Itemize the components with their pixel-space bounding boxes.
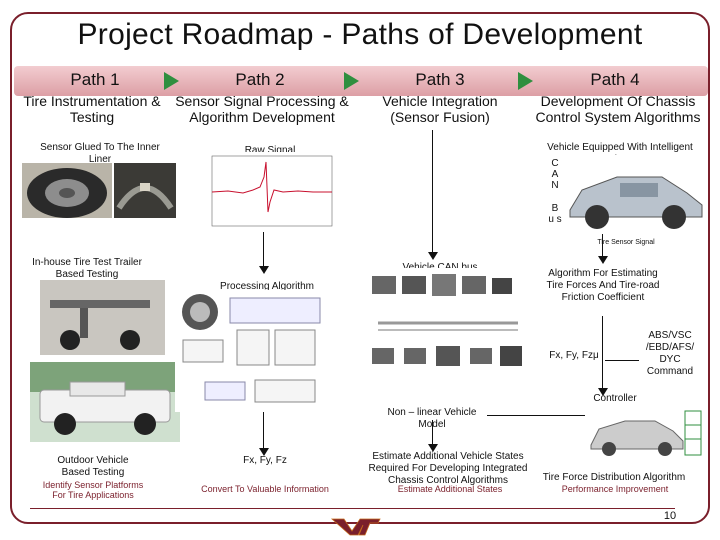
arrow-to-controller xyxy=(602,316,603,390)
path-1-heading: Path 1 xyxy=(70,70,120,89)
can-letters: C A N xyxy=(551,158,559,191)
path-2-footer: Convert To Valuable Information xyxy=(201,484,329,494)
tire-photo xyxy=(22,163,112,218)
can-bus-label: Vehicle CAN bus xyxy=(402,262,478,273)
path-4-subtitle: Development Of Chassis Control System Al… xyxy=(535,93,701,125)
raw-signal-plot xyxy=(198,152,338,240)
chevron-icon xyxy=(518,72,533,90)
arrow-down-icon xyxy=(598,388,608,396)
processing-diagram xyxy=(175,290,335,412)
arrow-down-icon xyxy=(428,252,438,260)
arrow-to-estimate xyxy=(432,420,433,446)
truck-photo xyxy=(30,362,180,442)
path-header-band xyxy=(14,66,708,96)
abs-command-label: ABS/VSC /EBD/AFS/ DYC Command xyxy=(645,330,695,377)
fxfyfz-label: Fx, Fy, Fz xyxy=(243,455,287,466)
footer-rule xyxy=(30,508,675,509)
algorithm-label: Algorithm For Estimating Tire Forces And… xyxy=(546,268,660,303)
controller-diagram xyxy=(585,405,705,461)
trailer-label: In-house Tire Test Trailer Based Testing xyxy=(32,257,142,280)
arrow-raw-to-processing xyxy=(263,232,264,268)
processing-label: Processing Algorithm xyxy=(220,281,314,292)
arrow-down-icon xyxy=(428,444,438,452)
arrow-to-algorithm xyxy=(602,234,603,258)
nonlinear-line xyxy=(378,415,640,416)
path-3-footer: Estimate Additional States xyxy=(397,484,503,494)
vt-logo-icon xyxy=(330,518,381,536)
path-3-subtitle: Vehicle Integration (Sensor Fusion) xyxy=(382,93,498,125)
fxfymu-label: Fx, Fy, Fzμ xyxy=(549,350,599,361)
slide-title: Project Roadmap - Paths of Development xyxy=(77,18,643,51)
estimate-label: Estimate Additional Vehicle States Requi… xyxy=(368,451,528,486)
can-bus-diagram xyxy=(368,268,528,386)
path-1-subtitle: Tire Instrumentation & Testing xyxy=(23,93,161,125)
arrow-down-icon xyxy=(259,448,269,456)
bus-letters: B u s xyxy=(548,203,562,225)
path-4-heading: Path 4 xyxy=(590,70,640,89)
sensor-glued-label: Sensor Glued To The Inner Liner xyxy=(40,142,160,165)
controller-label: Controller xyxy=(593,393,637,404)
raw-signal-label: Raw Signal xyxy=(244,145,296,156)
trailer-photo xyxy=(40,280,165,355)
intelligent-car-image xyxy=(562,155,707,235)
path-1-footer: Identify Sensor Platforms For Tire Appli… xyxy=(42,480,144,500)
tire-closeup-photo xyxy=(114,163,176,218)
path-2-subtitle: Sensor Signal Processing & Algorithm Dev… xyxy=(175,93,349,125)
path-3-heading: Path 3 xyxy=(415,70,465,89)
path-2-heading: Path 2 xyxy=(235,70,285,89)
path-4-footer: Performance Improvement xyxy=(561,484,669,494)
arrow-processing-to-forces xyxy=(263,412,264,450)
page-number: 10 xyxy=(663,510,677,522)
outdoor-label: Outdoor Vehicle Based Testing xyxy=(57,455,129,478)
arrow-down-icon xyxy=(598,256,608,264)
tire-sensor-label: Tire Sensor Signal xyxy=(597,239,655,246)
arrow-path3-down xyxy=(432,130,433,254)
tire-force-label: Tire Force Distribution Algorithm xyxy=(542,472,686,483)
arrow-down-icon xyxy=(259,266,269,274)
command-line xyxy=(605,360,639,361)
chevron-icon xyxy=(164,72,179,90)
chevron-icon xyxy=(344,72,359,90)
